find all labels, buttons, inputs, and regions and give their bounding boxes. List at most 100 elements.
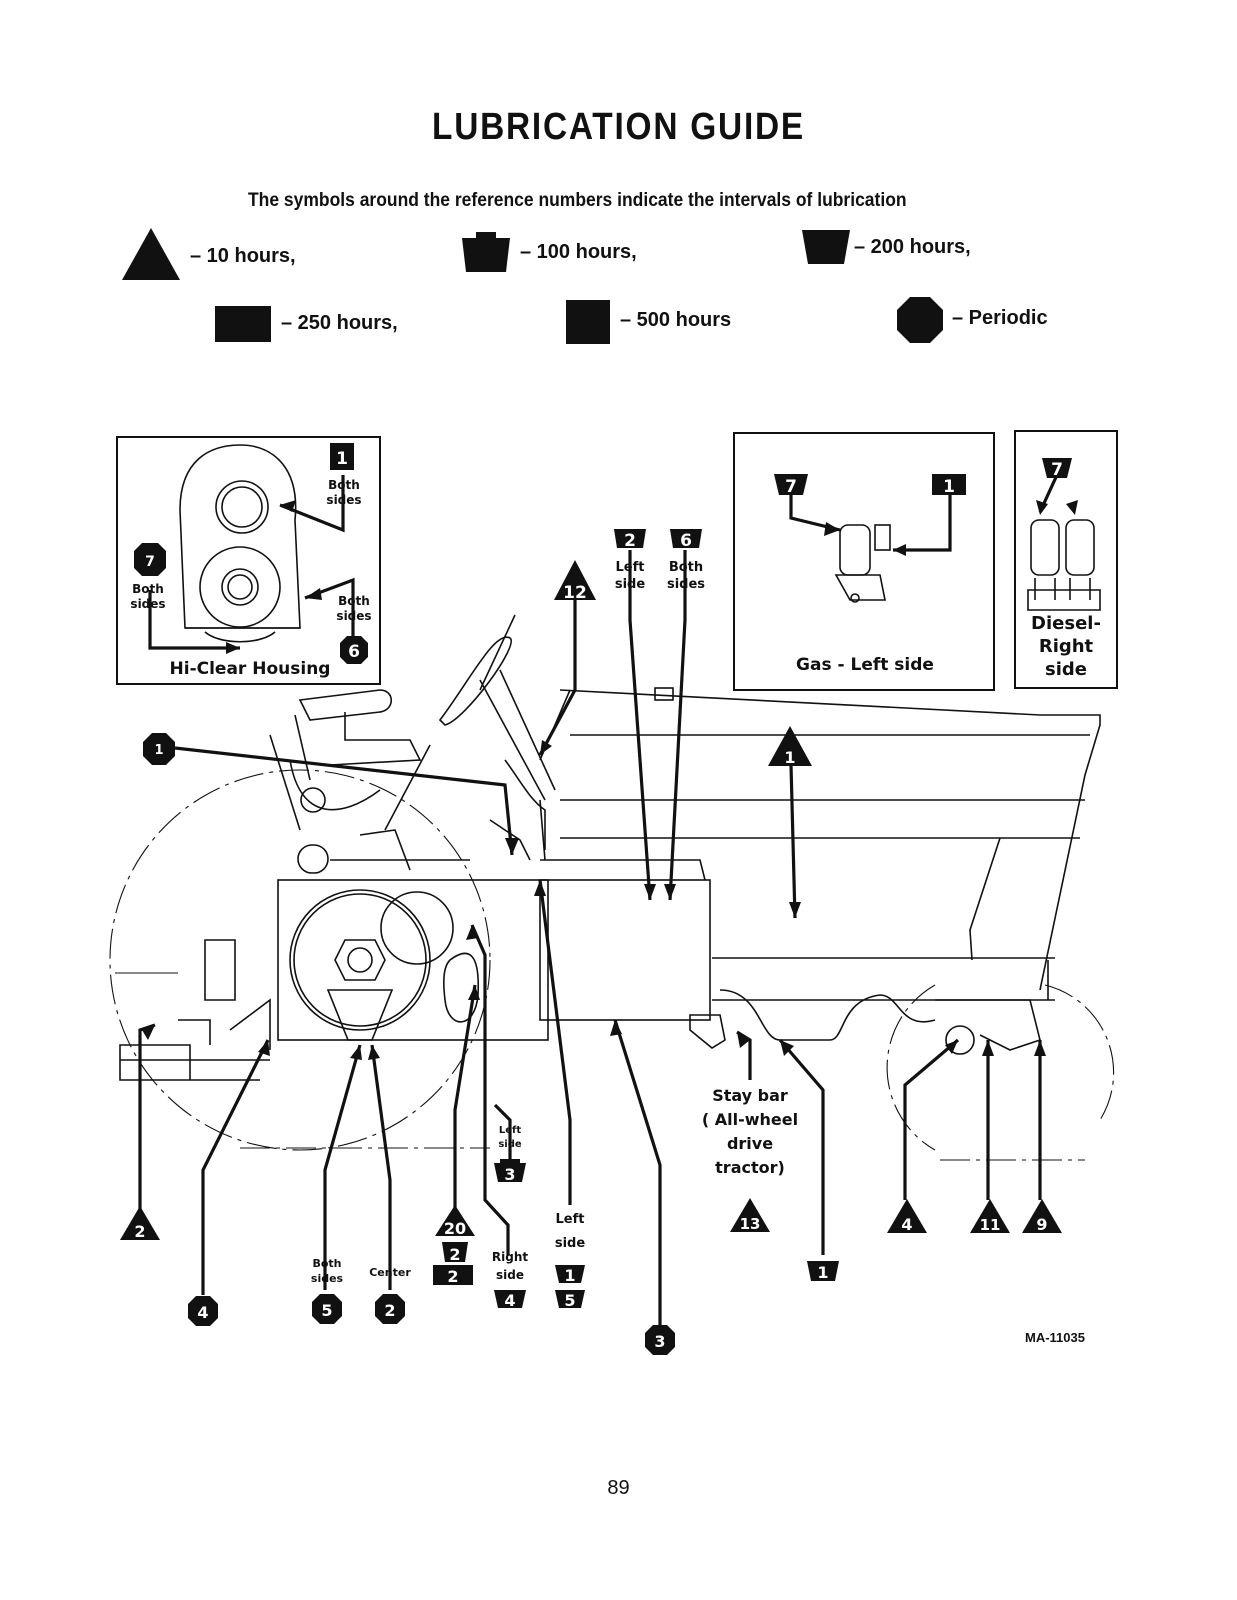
- svg-text:7: 7: [785, 477, 797, 497]
- trapezoid-symbol-icon: [802, 230, 850, 264]
- gas-filter-drawing: [834, 524, 891, 603]
- keystone-symbol-icon: [462, 232, 510, 272]
- callout-keystone-1: 1: [555, 1265, 585, 1285]
- callout-triangle-11: 11: [970, 1199, 1010, 1234]
- legend-label: – 500 hours: [620, 308, 732, 331]
- hood-outline: [559, 689, 1101, 991]
- tall-rectangle-symbol-icon: [566, 300, 610, 344]
- note-line: side: [496, 1268, 524, 1282]
- legend-label: – Periodic: [952, 306, 1048, 329]
- tractor-line-art: [109, 614, 1115, 1161]
- rear-axle-hub: [289, 889, 431, 1031]
- hi-clear-housing-inset: [116, 436, 381, 685]
- svg-text:2: 2: [447, 1267, 458, 1286]
- diesel-caption-line: Right: [1038, 636, 1094, 657]
- callout-keystone-bottom-1: 1: [807, 1261, 839, 1282]
- note-line: Both: [312, 1257, 342, 1270]
- callout-keystone-stack-2: 2: [442, 1242, 468, 1264]
- note-text: Both sides: [130, 582, 166, 611]
- note-left-side-3: Left side: [490, 1124, 530, 1152]
- svg-text:7: 7: [1051, 460, 1063, 480]
- callout-diesel-trapezoid-7: 7: [1042, 458, 1072, 480]
- figure-id: MA-11035: [1025, 1330, 1085, 1345]
- callout-inset-octagon-6: 6: [340, 636, 368, 664]
- triangle-symbol-icon: [122, 228, 180, 280]
- note-line: Right: [491, 1250, 529, 1264]
- callout-gas-trapezoid-7: 7: [774, 474, 808, 497]
- note-line: sides: [310, 1272, 344, 1285]
- svg-text:3: 3: [504, 1165, 515, 1184]
- gas-inset: [733, 432, 995, 691]
- note-line: Both: [668, 560, 704, 575]
- note-left-side-top: Left side: [608, 559, 652, 593]
- legend-label: – 200 hours,: [854, 235, 971, 258]
- callout-inset-square-1: 1: [330, 443, 354, 470]
- diesel-inset: [1014, 430, 1118, 689]
- note-both-sides-top: Both sides: [662, 559, 710, 593]
- note-right-side-4: Right side: [488, 1248, 532, 1284]
- note-line: Left: [555, 1212, 585, 1227]
- callout-octagon-4: 4: [188, 1296, 218, 1326]
- svg-text:1: 1: [154, 743, 163, 758]
- svg-text:9: 9: [1036, 1215, 1047, 1234]
- diesel-filter-drawing: [1027, 519, 1101, 611]
- gas-caption: Gas - Left side: [796, 655, 934, 675]
- callout-keystone-6: 6: [670, 529, 702, 551]
- svg-text:6: 6: [680, 531, 692, 551]
- svg-text:3: 3: [654, 1332, 665, 1351]
- callout-triangle-4: 4: [887, 1199, 927, 1234]
- callout-triangle-13: 13: [730, 1198, 770, 1233]
- rear-wheel-outline: [109, 769, 491, 1151]
- note-both-sides-1: Both sides: [320, 478, 368, 508]
- front-wheel-outline: [886, 984, 1115, 1151]
- svg-text:7: 7: [145, 554, 155, 570]
- legend-periodic: – Periodic: [896, 296, 1048, 344]
- note-line: sides: [666, 577, 706, 592]
- note-line: drive: [726, 1134, 774, 1153]
- callout-octagon-5: 5: [312, 1294, 342, 1324]
- callout-octagon-seat: 1: [143, 733, 175, 765]
- page-title: LUBRICATION GUIDE: [432, 106, 805, 148]
- callout-triangle-9: 9: [1022, 1199, 1062, 1234]
- callout-gas-square-1: 1: [932, 474, 966, 497]
- note-text: Both sides: [336, 594, 372, 623]
- note-line: Left: [498, 1125, 522, 1136]
- svg-text:12: 12: [563, 583, 587, 603]
- note-line: Center: [369, 1266, 411, 1279]
- callout-keystone-5: 5: [555, 1290, 585, 1310]
- callout-triangle-20: 20: [435, 1205, 475, 1238]
- arrowheads: [142, 500, 1078, 1060]
- callout-square-stack-2: 2: [433, 1265, 473, 1286]
- callout-keystone-4: 4: [494, 1290, 526, 1310]
- note-line: ( All-wheel: [701, 1110, 799, 1129]
- note-stay-bar: Stay bar ( All-wheel drive tractor): [690, 1084, 810, 1180]
- svg-text:1: 1: [784, 748, 795, 767]
- note-left-side-1: Left side: [548, 1208, 592, 1256]
- svg-text:2: 2: [384, 1301, 395, 1320]
- hi-clear-caption: Hi-Clear Housing: [169, 659, 331, 679]
- engine-block: [539, 879, 711, 1021]
- legend-intro: The symbols around the reference numbers…: [248, 190, 907, 211]
- legend-250-hours: – 250 hours,: [215, 304, 398, 342]
- callout-keystone-3: 3: [494, 1159, 526, 1184]
- transmission-housing: [277, 879, 549, 1041]
- steering-wheel: [438, 636, 512, 726]
- diesel-caption-line: side: [1045, 659, 1087, 680]
- note-both-sides-7: Both sides: [124, 582, 172, 612]
- diesel-caption-line: Diesel-: [1031, 613, 1101, 634]
- svg-text:1: 1: [817, 1263, 828, 1282]
- legend-100-hours: – 100 hours,: [460, 230, 637, 274]
- note-text: Both sides: [326, 478, 362, 507]
- svg-text:20: 20: [444, 1219, 466, 1238]
- legend-200-hours: – 200 hours,: [800, 228, 971, 266]
- hi-clear-housing-drawing: [179, 444, 301, 643]
- note-center: Center: [362, 1265, 418, 1280]
- note-both-sides-6: Both sides: [330, 594, 378, 624]
- callout-triangle-12: 12: [554, 560, 596, 603]
- note-line: tractor): [715, 1158, 785, 1177]
- note-line: side: [614, 577, 646, 592]
- note-line: side: [498, 1139, 522, 1150]
- svg-text:2: 2: [134, 1222, 145, 1241]
- square-symbol-icon: [215, 306, 271, 342]
- legend-500-hours: – 500 hours: [566, 300, 731, 344]
